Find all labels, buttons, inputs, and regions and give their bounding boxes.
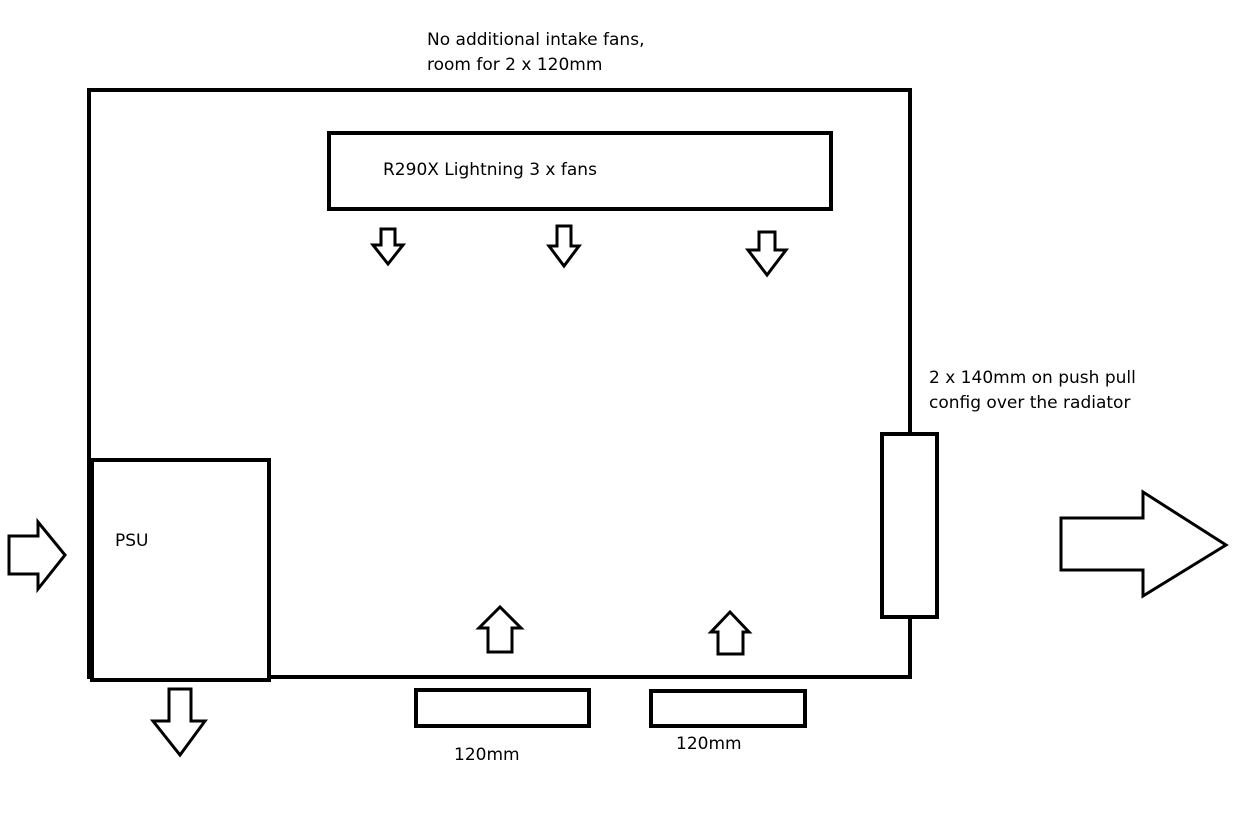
radiator-fan-box [880,432,939,619]
radiator-note-line-1: 2 x 140mm on push pull [929,368,1136,388]
top-note: No additional intake fans, room for 2 x … [427,28,644,78]
top-note-line-2: room for 2 x 120mm [427,55,603,75]
down-arrow-icon [369,227,407,267]
radiator-note-line-2: config over the radiator [929,393,1131,413]
top-note-line-1: No additional intake fans, [427,30,645,50]
up-arrow-icon [475,604,525,654]
psu-box [90,458,271,682]
down-arrow-icon [546,224,582,269]
down-arrow-icon [744,230,790,278]
bottom-fan-label-2: 120mm [676,734,742,754]
right-arrow-icon [1059,489,1229,599]
radiator-note: 2 x 140mm on push pull config over the r… [929,366,1136,416]
psu-label: PSU [115,531,149,551]
bottom-fan-box-2 [649,689,807,728]
up-arrow-icon [707,609,753,656]
down-arrow-icon [149,687,208,758]
bottom-fan-box-1 [414,688,591,728]
right-arrow-icon [7,517,67,594]
bottom-fan-label-1: 120mm [454,745,520,765]
gpu-box [327,131,833,211]
gpu-label: R290X Lightning 3 x fans [383,160,597,180]
